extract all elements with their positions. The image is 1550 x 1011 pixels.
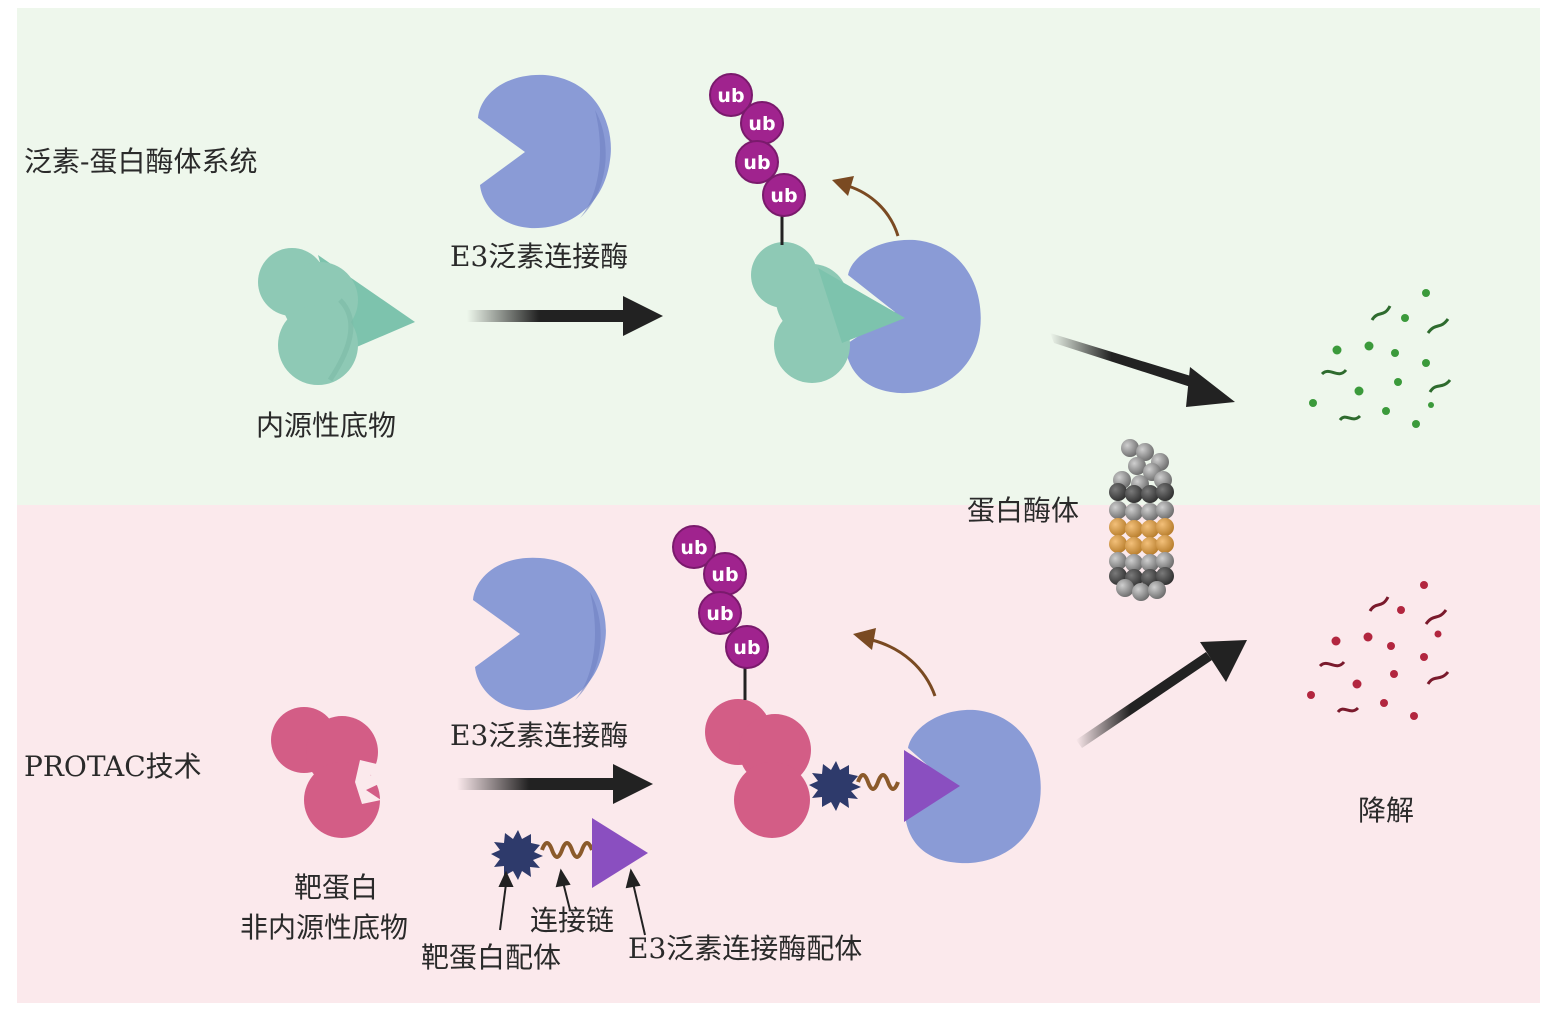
fragments-top — [1309, 289, 1452, 428]
label-e3-ligase-bottom: E3泛素连接酶 — [450, 719, 629, 752]
ub-transfer-arrow-bottom — [853, 628, 937, 697]
target-protein — [271, 707, 385, 838]
ub-tag: ub — [743, 152, 770, 174]
section-title-protac: PROTAC技术 — [24, 750, 202, 783]
arrow-degrade-top — [1050, 333, 1235, 407]
ub-chain-bottom: ub ub ub ub — [672, 525, 769, 669]
ternary-complex — [705, 699, 1041, 864]
label-proteasome: 蛋白酶体 — [967, 494, 1080, 527]
arrow-bind-top — [467, 296, 663, 336]
label-target-protein: 靶蛋白 — [294, 871, 379, 904]
ub-bead — [672, 525, 716, 569]
label-endogenous-substrate: 内源性底物 — [256, 409, 397, 442]
ub-tag: ub — [748, 113, 775, 135]
proteasome — [1109, 439, 1174, 601]
arrow-degrade-bottom — [1076, 640, 1247, 748]
e3-ligase-top — [478, 74, 611, 229]
target-ligand-star — [491, 830, 543, 880]
fragments-bottom — [1307, 581, 1450, 720]
ub-tag: ub — [733, 637, 760, 659]
endogenous-substrate — [258, 248, 415, 385]
label-e3-ligase-top: E3泛素连接酶 — [450, 240, 629, 273]
ub-transfer-arrow-top — [832, 176, 900, 237]
label-e3-ligand: E3泛素连接酶配体 — [628, 932, 863, 965]
annotation-arrows — [498, 868, 646, 936]
ub-tag: ub — [680, 537, 707, 559]
ub-bead — [709, 73, 753, 117]
label-linker: 连接链 — [530, 904, 615, 937]
ub-bead — [762, 173, 806, 217]
ub-bead — [725, 625, 769, 669]
ub-tag: ub — [717, 85, 744, 107]
arrow-bind-bottom — [457, 764, 653, 804]
label-non-endogenous-substrate: 非内源性底物 — [240, 911, 409, 944]
ub-tag: ub — [770, 185, 797, 207]
label-target-ligand: 靶蛋白配体 — [421, 941, 562, 974]
protac-molecule — [491, 818, 648, 888]
linker-spring — [540, 841, 594, 859]
ub-tag: ub — [711, 564, 738, 586]
e3-ligase-bottom — [473, 557, 606, 711]
ub-chain-top: ub ub ub ub — [709, 73, 806, 217]
ub-tag: ub — [706, 603, 733, 625]
ub-bead — [698, 591, 742, 635]
e3-ligand-triangle — [592, 818, 648, 888]
label-degradation: 降解 — [1358, 794, 1415, 827]
ub-bead — [735, 140, 779, 184]
section-title-ups: 泛素-蛋白酶体系统 — [24, 145, 258, 178]
complex-top — [751, 239, 981, 394]
